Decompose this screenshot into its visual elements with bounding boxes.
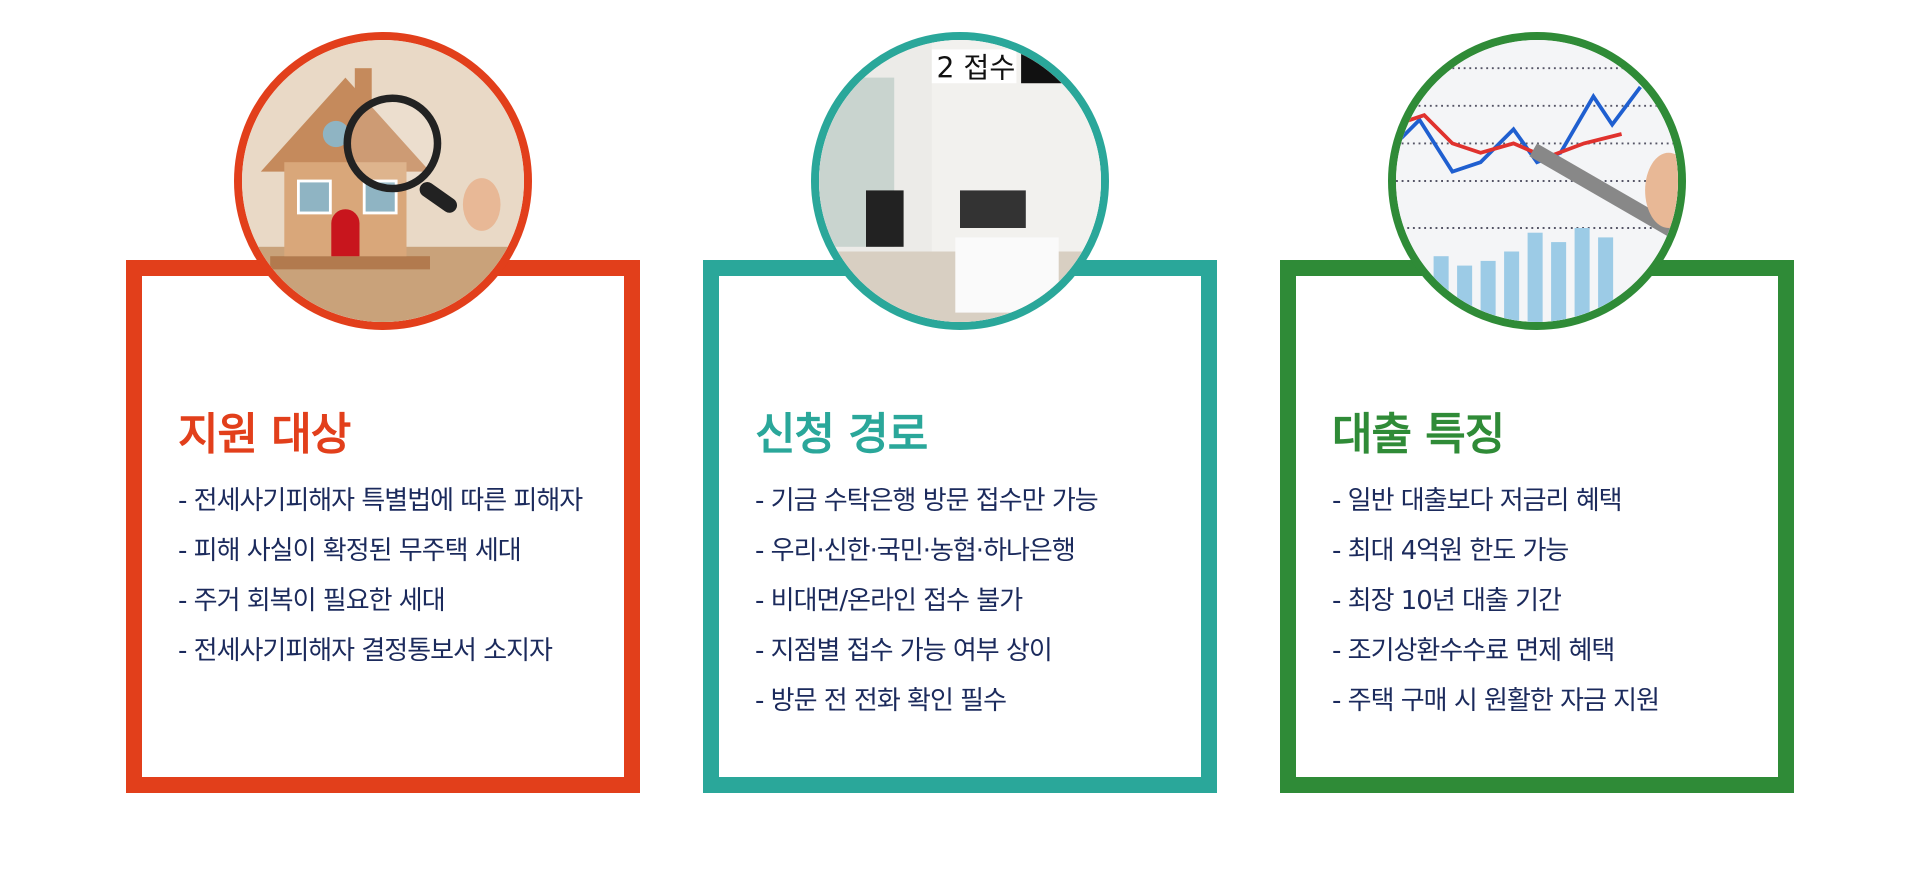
card-support-target: 지원 대상 - 전세사기피해자 특별법에 따른 피해자 - 피해 사실이 확정된… <box>126 260 640 793</box>
list-item: - 일반 대출보다 저금리 혜택 <box>1332 486 1623 516</box>
card-loan-features: 대출 특징 - 일반 대출보다 저금리 혜택 - 최대 4억원 한도 가능 - … <box>1280 260 1794 793</box>
item-list: - 일반 대출보다 저금리 혜택 - 최대 4억원 한도 가능 - 최장 10년… <box>1332 476 1768 726</box>
item-list: - 기금 수탁은행 방문 접수만 가능 - 우리·신한·국민·농협·하나은행 -… <box>755 476 1191 726</box>
list-item: - 조기상환수수료 면제 혜택 <box>1332 636 1615 666</box>
list-item: - 방문 전 전화 확인 필수 <box>755 686 1007 716</box>
list-item: - 주거 회복이 필요한 세대 <box>178 586 446 616</box>
list-item: - 기금 수탁은행 방문 접수만 가능 <box>755 486 1099 516</box>
finance-chart-image <box>1388 32 1686 330</box>
house-magnifier-image <box>234 32 532 330</box>
list-item: - 지점별 접수 가능 여부 상이 <box>755 636 1053 666</box>
list-item: - 최장 10년 대출 기간 <box>1332 586 1562 616</box>
bank-counter-image: 2 접수 <box>811 32 1109 330</box>
card-title: 대출 특징 <box>1332 409 1505 460</box>
list-item: - 전세사기피해자 결정통보서 소지자 <box>178 636 553 666</box>
list-item: - 주택 구매 시 원활한 자금 지원 <box>1332 686 1660 716</box>
counter-sign: 2 접수 <box>937 52 1016 85</box>
item-list: - 전세사기피해자 특별법에 따른 피해자 - 피해 사실이 확정된 무주택 세… <box>178 476 614 676</box>
card-application-route: 신청 경로 - 기금 수탁은행 방문 접수만 가능 - 우리·신한·국민·농협·… <box>703 260 1217 793</box>
list-item: - 비대면/온라인 접수 불가 <box>755 586 1023 616</box>
card-title: 신청 경로 <box>755 409 928 460</box>
list-item: - 최대 4억원 한도 가능 <box>1332 536 1569 566</box>
list-item: - 피해 사실이 확정된 무주택 세대 <box>178 536 522 566</box>
list-item: - 전세사기피해자 특별법에 따른 피해자 <box>178 486 583 516</box>
card-title: 지원 대상 <box>178 409 351 460</box>
list-item: - 우리·신한·국민·농협·하나은행 <box>755 536 1076 566</box>
